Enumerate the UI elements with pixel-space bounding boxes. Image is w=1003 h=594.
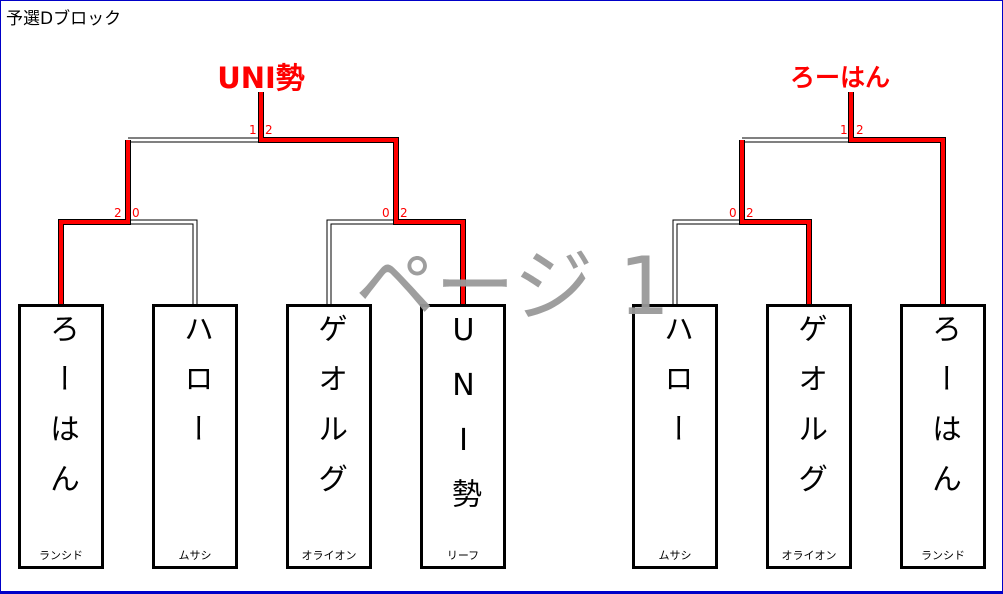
team-name: オライオン (301, 549, 357, 562)
team-name: リーフ (446, 549, 480, 562)
player-name: UNI勢 (446, 313, 481, 528)
score-final2-right: 2 (856, 123, 864, 137)
losing-lines (128, 137, 851, 304)
entry-box: ろーはんランシド (900, 304, 986, 569)
entry-box: UNI勢リーフ (420, 304, 506, 569)
entry-box: ハロームサシ (632, 304, 718, 569)
team-name: ランシド (39, 549, 83, 562)
score-match2-right: 2 (400, 206, 408, 220)
score-match3-left: 0 (729, 206, 737, 220)
player-name: ゲオルグ (312, 313, 347, 513)
entry-box: ゲオルグオライオン (766, 304, 852, 569)
score-final-right: 2 (265, 123, 273, 137)
block-title: 予選Dブロック (6, 9, 122, 29)
player-name: ろーはん (926, 313, 961, 513)
player-name: ハロー (178, 313, 213, 463)
score-match1-right: 0 (132, 206, 140, 220)
score-match1-left: 2 (114, 206, 122, 220)
winning-lines (58, 92, 946, 304)
entry-box: ろーはんランシド (18, 304, 104, 569)
score-final2-left: 1 (840, 123, 848, 137)
page-watermark: ページ 1 (355, 240, 670, 333)
winner-label-2: ろーはん (789, 63, 891, 92)
player-name: ゲオルグ (792, 313, 827, 513)
team-name: ムサシ (658, 549, 692, 562)
entry-box: ゲオルグオライオン (286, 304, 372, 569)
score-match3-right: 2 (746, 206, 754, 220)
winner-label-1: UNI勢 (217, 61, 305, 95)
team-name: ランシド (921, 549, 965, 562)
team-name: オライオン (781, 549, 837, 562)
player-name: ハロー (658, 313, 693, 463)
score-final-left: 1 (249, 123, 257, 137)
player-name: ろーはん (44, 313, 79, 513)
team-name: ムサシ (178, 549, 212, 562)
score-match2-left: 0 (382, 206, 390, 220)
entry-box: ハロームサシ (152, 304, 238, 569)
